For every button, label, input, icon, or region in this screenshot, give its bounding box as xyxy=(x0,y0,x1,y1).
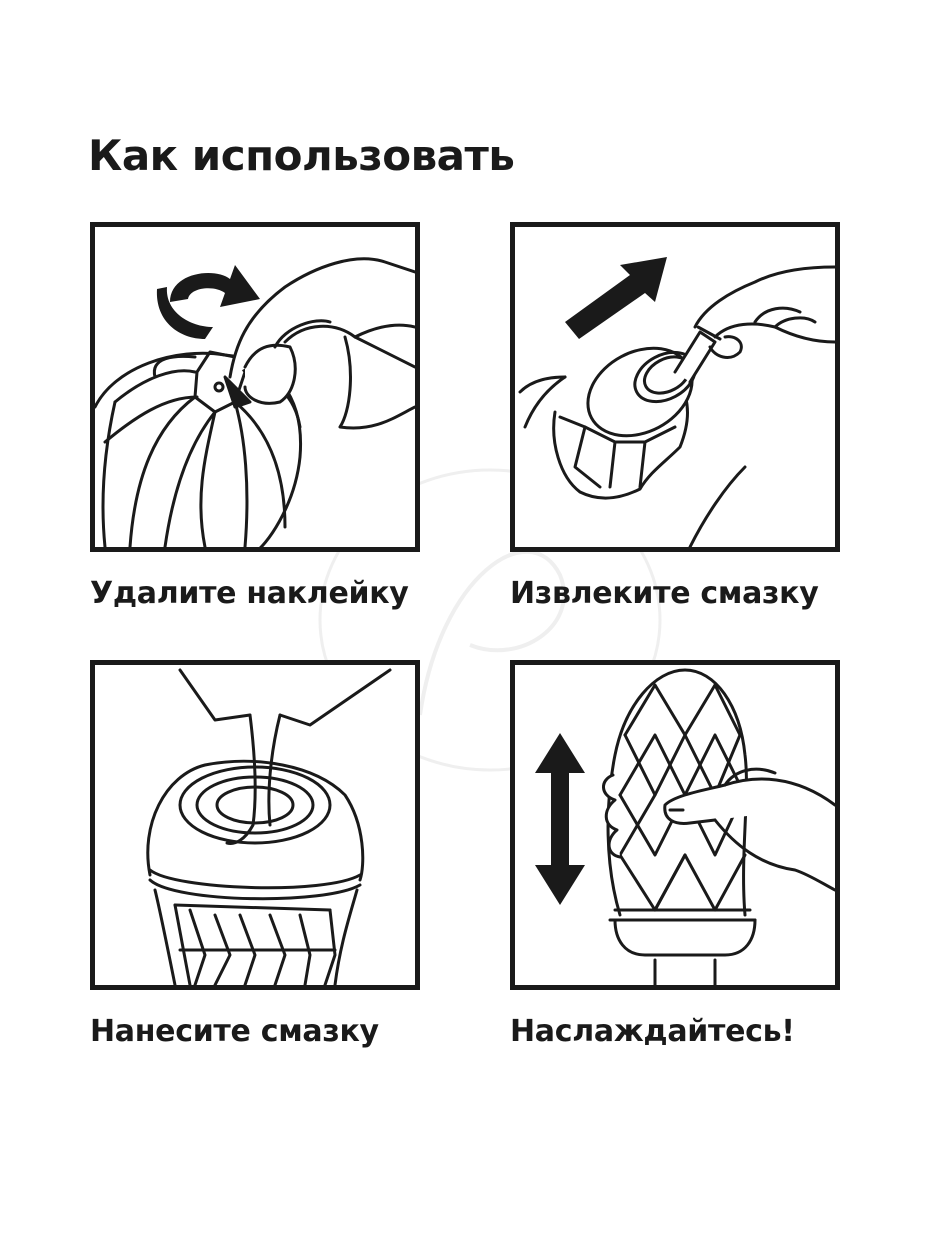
step-illustration-enjoy xyxy=(510,660,840,990)
double-vertical-arrow-icon xyxy=(535,733,585,905)
step-enjoy: Наслаждайтесь! xyxy=(510,660,840,1052)
step-remove-sticker: Удалите наклейку xyxy=(90,222,420,614)
diagonal-arrow-icon xyxy=(565,257,667,339)
step-apply-lubricant: Нанесите смазку xyxy=(90,660,420,1052)
step-extract-lubricant: Извлеките смазку xyxy=(510,222,840,614)
step-caption: Наслаждайтесь! xyxy=(510,1014,795,1049)
step-illustration-remove-sticker xyxy=(90,222,420,552)
step-caption: Извлеките смазку xyxy=(510,576,819,611)
step-caption: Удалите наклейку xyxy=(90,576,409,611)
step-illustration-extract-lubricant xyxy=(510,222,840,552)
step-illustration-apply-lubricant xyxy=(90,660,420,990)
page-title: Как использовать xyxy=(88,131,515,180)
rotate-arrow-icon xyxy=(156,265,260,339)
step-caption: Нанесите смазку xyxy=(90,1014,379,1049)
